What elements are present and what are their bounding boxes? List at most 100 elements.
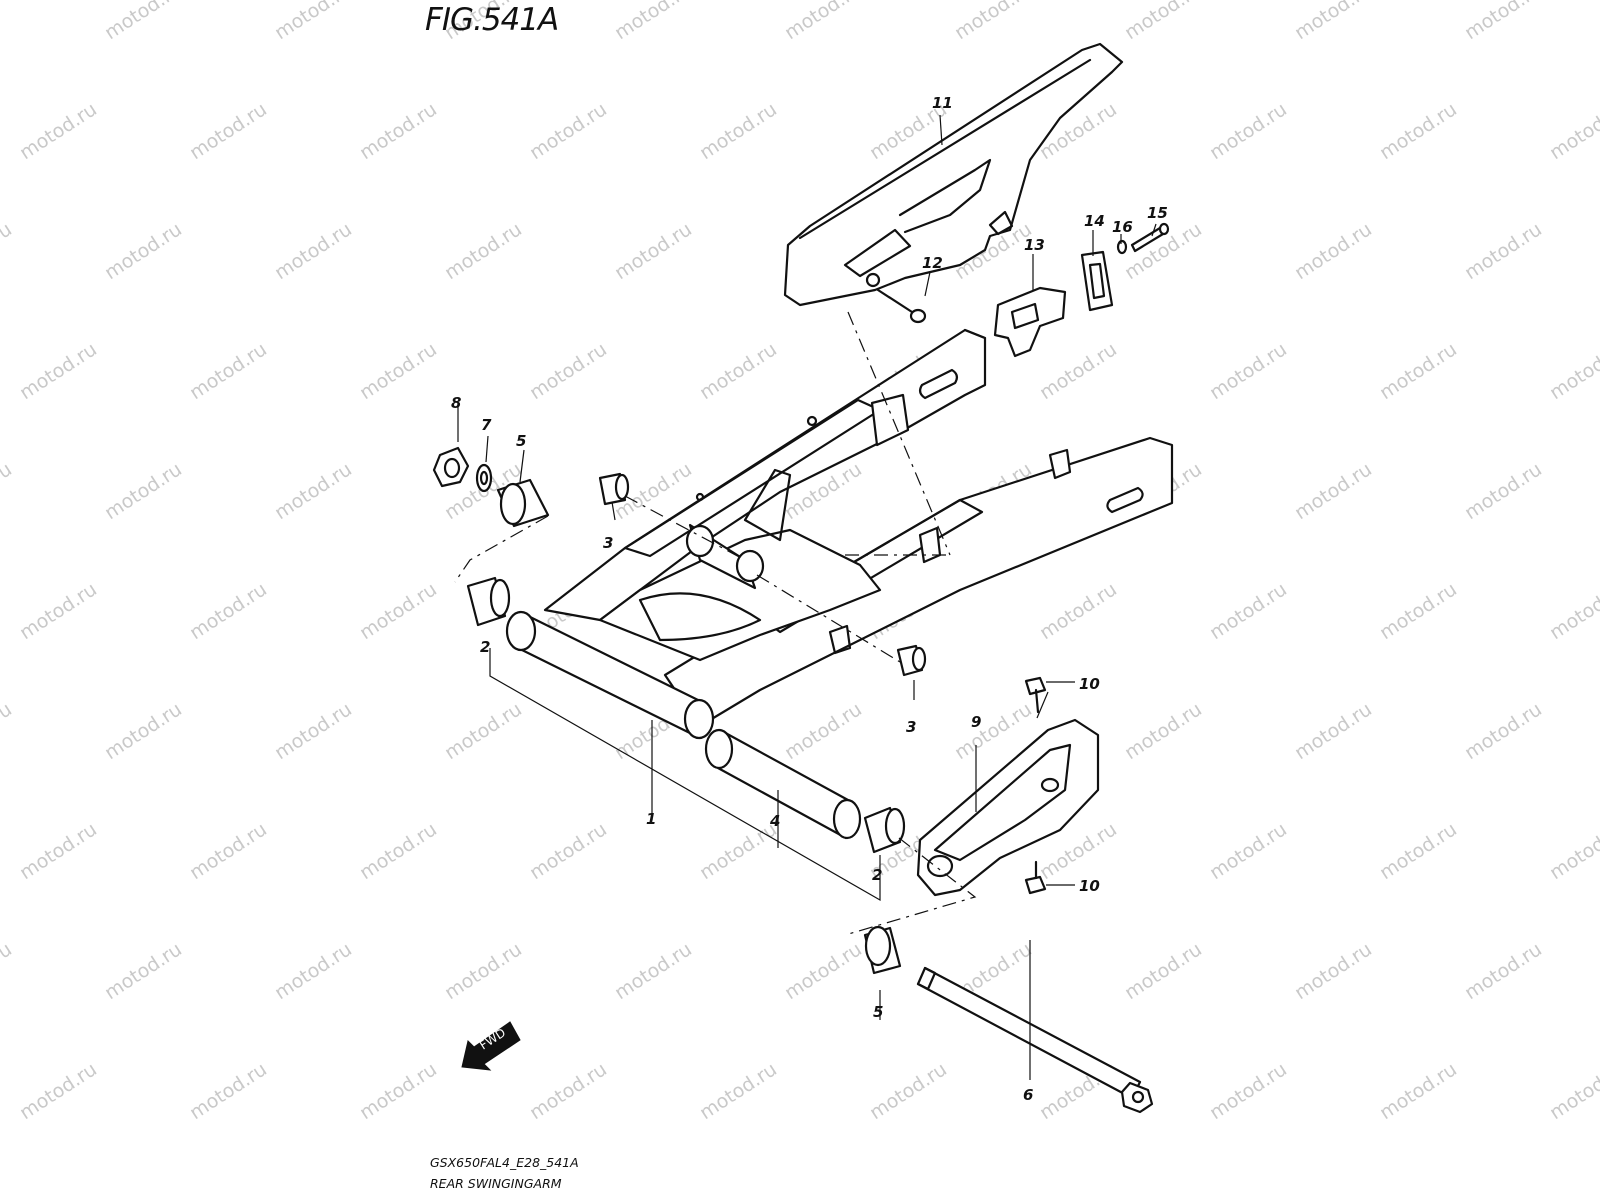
watermark-text: motod.ru <box>1461 458 1546 524</box>
callout-13: 13 <box>1024 236 1045 254</box>
watermark-text: motod.ru <box>356 818 441 884</box>
callout-7: 7 <box>481 416 492 434</box>
callout-8: 8 <box>451 394 461 412</box>
leader-lines <box>457 114 1157 1080</box>
watermark-text: motod.ru <box>16 338 101 404</box>
watermark-text: motod.ru <box>1376 578 1461 644</box>
chain-guide-bracket-part <box>993 286 1067 358</box>
watermark-text: motod.ru <box>441 938 526 1004</box>
watermark-text: motod.ru <box>1546 338 1600 404</box>
swingarm-part <box>505 328 1174 740</box>
watermark-text: motod.ru <box>186 338 271 404</box>
watermark-text: motod.ru <box>526 338 611 404</box>
watermark-text: motod.ru <box>611 0 696 44</box>
watermark-text: motod.ru <box>356 1058 441 1124</box>
figure-code: GSX650FAL4_E28_541A <box>430 1155 579 1170</box>
watermark-text: motod.ru <box>1291 458 1376 524</box>
callout-14: 14 <box>1084 212 1105 230</box>
figure-name: REAR SWINGINGARM <box>430 1176 562 1191</box>
washer-16-part <box>1116 239 1128 255</box>
watermark-text: motod.ru <box>611 938 696 1004</box>
watermark-text: motod.ru <box>1206 338 1291 404</box>
watermark-text: motod.ru <box>526 818 611 884</box>
callout-3-upper: 3 <box>603 534 613 552</box>
spacer-tube-4-part <box>704 728 862 840</box>
bolt-10-upper-part <box>1024 676 1047 714</box>
watermark-text: motod.ru <box>1461 698 1546 764</box>
watermark-text: motod.ru <box>0 0 16 44</box>
watermark-text: motod.ru <box>1291 218 1376 284</box>
watermark-text: motod.ru <box>696 1058 781 1124</box>
watermark-text: motod.ru <box>0 458 16 524</box>
watermark-text: motod.ru <box>1461 938 1546 1004</box>
watermark-text: motod.ru <box>526 98 611 164</box>
watermark-text: motod.ru <box>271 698 356 764</box>
callout-9: 9 <box>971 713 981 731</box>
watermark-text: motod.ru <box>356 338 441 404</box>
watermark-text: motod.ru <box>0 938 16 1004</box>
watermark-text: motod.ru <box>16 98 101 164</box>
watermark-text: motod.ru <box>611 218 696 284</box>
watermark-text: motod.ru <box>1376 1058 1461 1124</box>
watermark-text: motod.ru <box>441 218 526 284</box>
washer-7-part <box>475 463 493 493</box>
watermark-text: motod.ru <box>1291 938 1376 1004</box>
bushing-3-upper-part <box>598 472 630 506</box>
watermark-text: motod.ru <box>1291 698 1376 764</box>
watermark-text: motod.ru <box>0 698 16 764</box>
watermark-text: motod.ru <box>16 578 101 644</box>
watermark-text: motod.ru <box>781 698 866 764</box>
watermark-text: motod.ru <box>526 1058 611 1124</box>
watermark-text: motod.ru <box>1376 98 1461 164</box>
watermark-text: motod.ru <box>271 938 356 1004</box>
callout-2-lower: 2 <box>872 866 882 884</box>
watermark-text: motod.ru <box>441 698 526 764</box>
watermark-text: motod.ru <box>1546 98 1600 164</box>
nut-8-part <box>432 446 470 488</box>
rubber-pad-part <box>1080 250 1114 312</box>
watermark-text: motod.ru <box>16 818 101 884</box>
watermark-text: motod.ru <box>356 98 441 164</box>
watermark-text: motod.ru <box>1036 578 1121 644</box>
watermark-text: motod.ru <box>101 218 186 284</box>
callout-3-lower: 3 <box>906 718 916 736</box>
callout-2-upper: 2 <box>480 638 490 656</box>
callout-10-lower: 10 <box>1079 877 1100 895</box>
callout-6: 6 <box>1023 1086 1033 1104</box>
watermark-text: motod.ru <box>696 818 781 884</box>
alignment-lines <box>454 311 977 936</box>
chain-guide-9-part <box>916 718 1100 897</box>
watermark-text: motod.ru <box>16 1058 101 1124</box>
watermark-text: motod.ru <box>186 818 271 884</box>
watermark-text: motod.ru <box>1291 0 1376 44</box>
bearing-2-lower-part <box>863 806 906 854</box>
watermark-text: motod.ru <box>1121 0 1206 44</box>
callout-1: 1 <box>646 810 656 828</box>
callout-10-upper: 10 <box>1079 675 1100 693</box>
watermark-text: motod.ru <box>1206 1058 1291 1124</box>
fwd-arrow-icon: FWD <box>461 1021 521 1071</box>
callout-4: 4 <box>769 812 780 830</box>
watermark-text: motod.ru <box>1376 338 1461 404</box>
callout-labels: 8 7 5 3 2 1 4 2 3 9 10 10 5 6 11 12 13 1… <box>451 94 1168 1104</box>
watermark-text: motod.ru <box>186 578 271 644</box>
watermark-text: motod.ru <box>101 458 186 524</box>
figure-title: FIG.541A <box>425 2 559 38</box>
bushing-3-lower-part <box>896 644 927 677</box>
watermark-text: motod.ru <box>781 938 866 1004</box>
watermark-text: motod.ru <box>1206 578 1291 644</box>
watermark-text: motod.ru <box>271 0 356 44</box>
callout-16: 16 <box>1112 218 1133 236</box>
watermark-text: motod.ru <box>271 458 356 524</box>
watermark-text: motod.ru <box>866 1058 951 1124</box>
bolt-10-lower-part <box>1024 860 1047 895</box>
watermark-text: motod.ru <box>186 98 271 164</box>
watermark-text: motod.ru <box>356 578 441 644</box>
pivot-shaft-6-part <box>916 966 1154 1114</box>
collar-5-upper-part <box>496 478 550 528</box>
watermark-text: motod.ru <box>1461 0 1546 44</box>
watermark-text: motod.ru <box>1546 578 1600 644</box>
watermark-text: motod.ru <box>0 218 16 284</box>
